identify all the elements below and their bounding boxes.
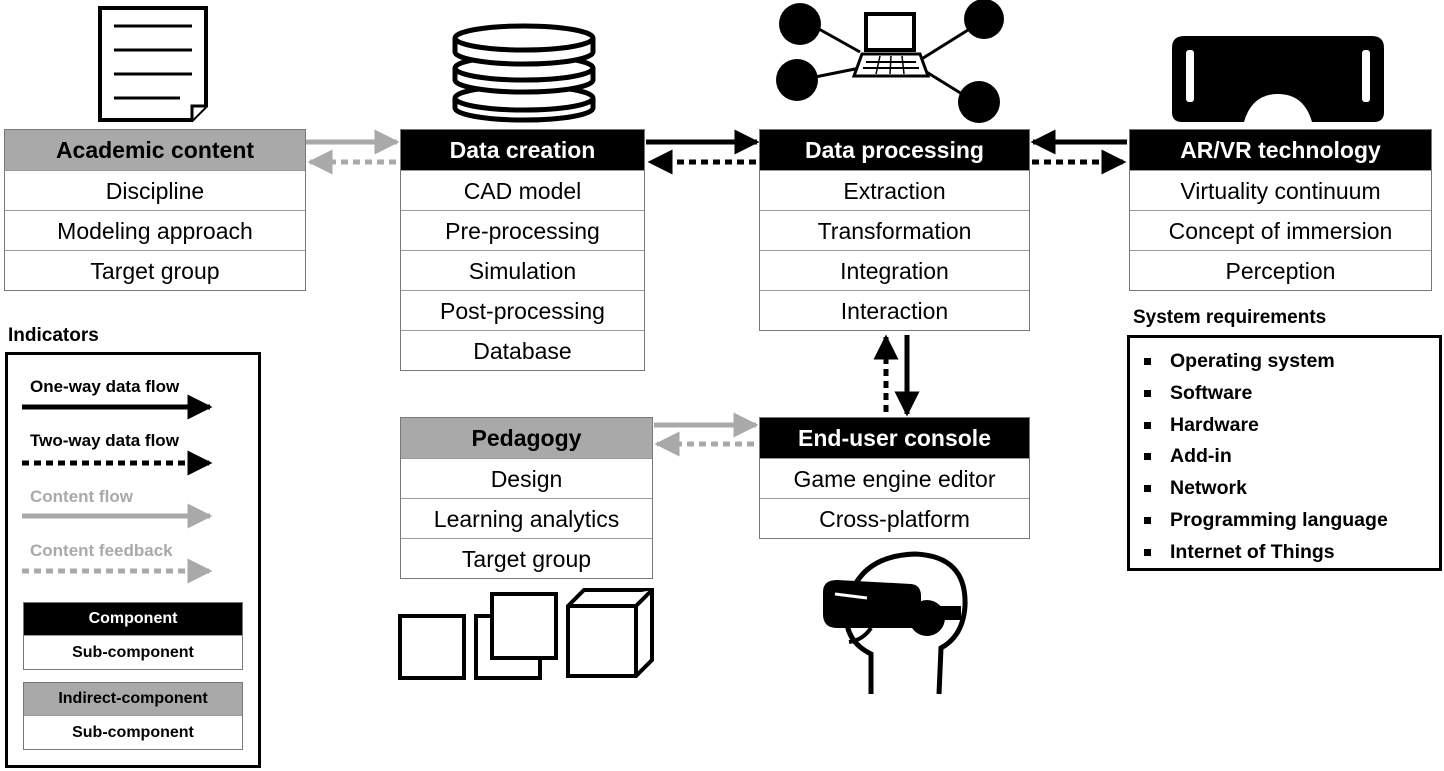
legend-two-way-label: Two-way data flow [30, 431, 179, 450]
vr-goggles-icon [1172, 36, 1384, 122]
sub-component: Extraction [760, 170, 1029, 210]
sub-component: Target group [401, 538, 652, 578]
sub-component: Perception [1130, 250, 1431, 290]
data-creation-component: Data creation CAD model Pre-processing S… [400, 129, 645, 371]
sub-component: Post-processing [401, 290, 644, 330]
sub-component: Game engine editor [760, 458, 1029, 498]
indicators-legend: One-way data flow Two-way data flow Cont… [5, 352, 261, 768]
sub-component: Virtuality continuum [1130, 170, 1431, 210]
data-processing-component: Data processing Extraction Transformatio… [759, 129, 1030, 331]
legend-component-label: Component [24, 603, 242, 635]
arvr-technology-component: AR/VR technology Virtuality continuum Co… [1129, 129, 1432, 291]
legend-sub-component-label: Sub-component [24, 635, 242, 669]
legend-content-flow-label: Content flow [30, 487, 133, 506]
component-title: Academic content [5, 130, 305, 170]
system-requirement-item: Programming language [1142, 505, 1439, 537]
pedagogy-component: Pedagogy Design Learning analytics Targe… [400, 417, 653, 579]
legend-sub-component-label: Sub-component [24, 715, 242, 749]
sub-component: Learning analytics [401, 498, 652, 538]
sub-component: Transformation [760, 210, 1029, 250]
system-requirement-item: Software [1142, 378, 1439, 410]
component-title: Data creation [401, 130, 644, 170]
legend-indirect-component-sample: Indirect-component Sub-component [23, 682, 243, 750]
sub-component: Interaction [760, 290, 1029, 330]
sub-component: Target group [5, 250, 305, 290]
component-title: End-user console [760, 418, 1029, 458]
database-icon [452, 23, 596, 123]
indicators-title: Indicators [8, 325, 99, 346]
sub-component: Design [401, 458, 652, 498]
legend-component-sample: Component Sub-component [23, 602, 243, 670]
legend-indirect-component-label: Indirect-component [24, 683, 242, 715]
end-user-console-component: End-user console Game engine editor Cros… [759, 417, 1030, 539]
sub-component: Pre-processing [401, 210, 644, 250]
sub-component: Concept of immersion [1130, 210, 1431, 250]
system-requirement-item: Internet of Things [1142, 537, 1439, 569]
component-title: AR/VR technology [1130, 130, 1431, 170]
sub-component: Integration [760, 250, 1029, 290]
system-requirement-item: Hardware [1142, 410, 1439, 442]
sub-component: Cross-platform [760, 498, 1029, 538]
legend-content-feedback-label: Content feedback [30, 541, 173, 560]
system-requirement-item: Add-in [1142, 441, 1439, 473]
document-icon [98, 6, 208, 122]
system-requirements-box: Operating system Software Hardware Add-i… [1127, 335, 1442, 571]
sub-component: Modeling approach [5, 210, 305, 250]
component-title: Pedagogy [401, 418, 652, 458]
vr-headset-head-icon [823, 551, 968, 695]
system-requirement-item: Operating system [1142, 346, 1439, 378]
system-requirements-title: System requirements [1133, 307, 1327, 328]
sub-component: Simulation [401, 250, 644, 290]
sub-component: Discipline [5, 170, 305, 210]
legend-one-way-label: One-way data flow [30, 377, 180, 396]
system-requirement-item: Network [1142, 473, 1439, 505]
sub-component: Database [401, 330, 644, 370]
cubes-icon [398, 588, 654, 680]
component-title: Data processing [760, 130, 1029, 170]
sub-component: CAD model [401, 170, 644, 210]
network-laptop-icon [776, 0, 1004, 123]
academic-content-component: Academic content Discipline Modeling app… [4, 129, 306, 291]
